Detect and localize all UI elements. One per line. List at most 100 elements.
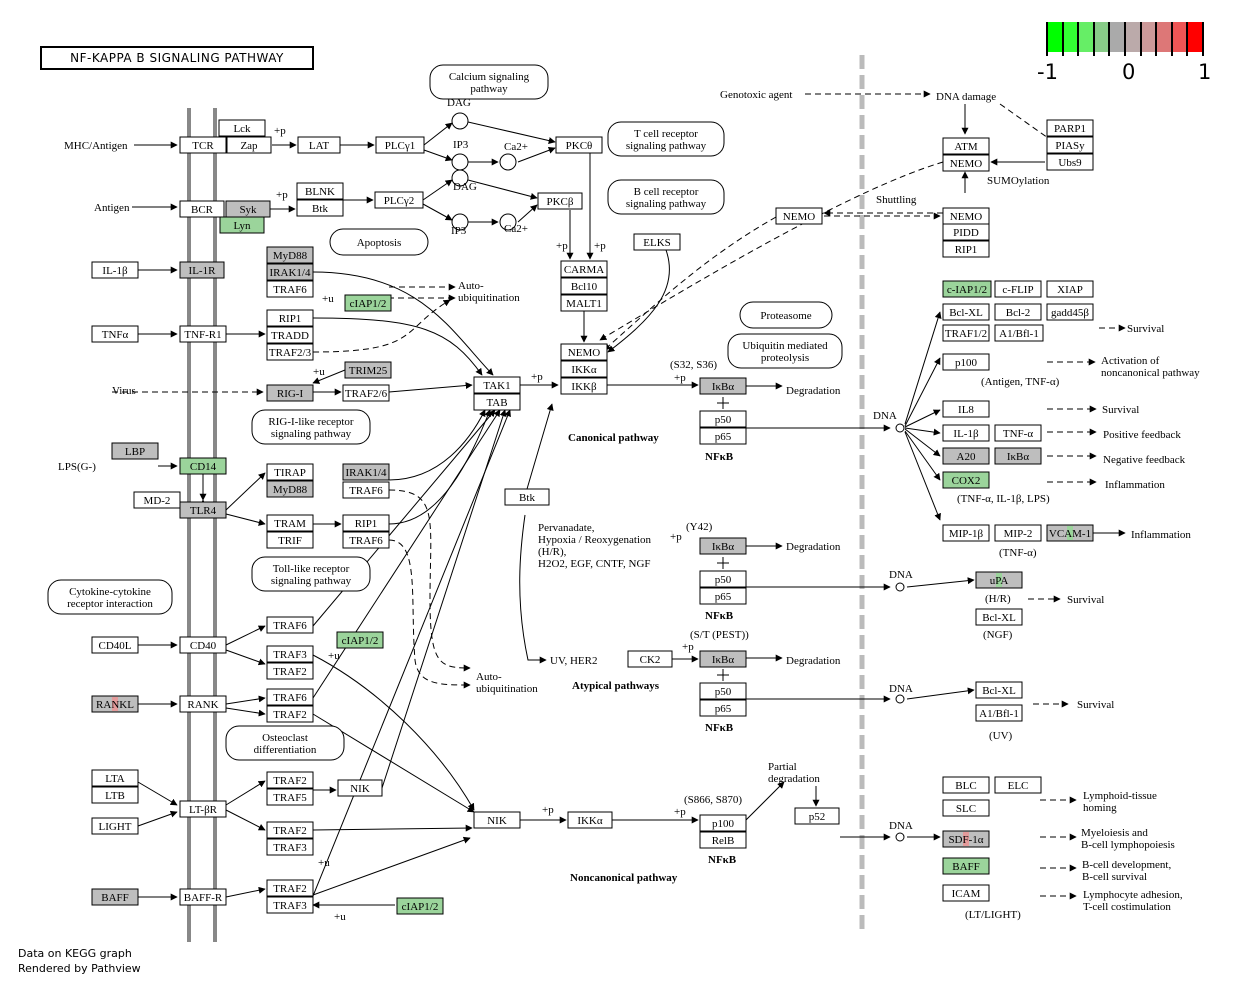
edge-arrow bbox=[906, 577, 975, 588]
gene-label-pkcb: PKCβ bbox=[547, 196, 574, 208]
annotation-text: Virus bbox=[112, 385, 136, 397]
gene-label-bcl2: Bcl-2 bbox=[1006, 307, 1030, 319]
gene-node-relb bbox=[699, 831, 747, 849]
gene-node-lck bbox=[218, 119, 266, 137]
map-link-cytokine bbox=[47, 579, 173, 615]
annotation-text: Degradation bbox=[786, 655, 841, 667]
gene-node-a1bfl1a bbox=[994, 324, 1044, 342]
edge-arrow bbox=[467, 121, 556, 144]
annotation-text: (H/R), bbox=[538, 546, 567, 558]
gene-node-tnfr1 bbox=[179, 325, 227, 343]
gene-node-tnfa_l bbox=[91, 325, 139, 343]
gene-label-ikba1: IκBα bbox=[712, 381, 735, 393]
annotation-text: Lymphocyte adhesion, bbox=[1083, 889, 1183, 901]
edge-arrow bbox=[225, 707, 266, 717]
map-link-riglike bbox=[251, 409, 371, 445]
map-link-label: signaling pathway bbox=[626, 140, 707, 152]
annotation-text: NFκB bbox=[708, 854, 737, 866]
gene-label-traf2c: TRAF2 bbox=[273, 775, 307, 787]
gene-label-tnfr1: TNF-R1 bbox=[184, 329, 221, 341]
legend-swatch bbox=[1061, 22, 1078, 52]
annotation-text: Inflammation bbox=[1131, 529, 1191, 541]
map-link-calcium bbox=[429, 64, 549, 100]
map-link-label: T cell receptor bbox=[634, 128, 698, 140]
gene-label-relb: RelB bbox=[712, 835, 735, 847]
annotation-text: Survival bbox=[1067, 594, 1104, 606]
gene-node-ck2 bbox=[627, 650, 673, 668]
gene-node-tlr4 bbox=[179, 501, 227, 519]
gene-node-xiap bbox=[1046, 280, 1094, 298]
annotation-text: Activation of bbox=[1101, 355, 1160, 367]
legend-swatch bbox=[1109, 22, 1125, 52]
map-link-label: B cell receptor bbox=[634, 186, 699, 198]
edge-path bbox=[312, 654, 475, 811]
gene-label-mip2: MIP-2 bbox=[1004, 528, 1033, 540]
gene-label-slc: SLC bbox=[956, 803, 976, 815]
annotation-text: +u bbox=[322, 293, 334, 305]
gene-node-myd88a bbox=[266, 246, 314, 264]
legend-tick bbox=[1108, 22, 1111, 56]
map-link-label: proteolysis bbox=[761, 352, 809, 364]
footer-render-credit: Rendered by Pathview bbox=[18, 962, 141, 975]
annotation-text: +p bbox=[594, 240, 606, 252]
annotation-text: +p bbox=[276, 189, 288, 201]
gene-label-bclxl3: Bcl-XL bbox=[982, 685, 1016, 697]
gene-label-ikkb_c: IKKβ bbox=[571, 381, 597, 393]
compound-node bbox=[451, 153, 469, 171]
map-link-label: Ubiquitin mediated bbox=[742, 340, 828, 352]
map-link-label: signaling pathway bbox=[271, 575, 352, 587]
gene-label-traf3c: TRAF3 bbox=[273, 900, 307, 912]
map-link-label: Apoptosis bbox=[357, 237, 402, 249]
gene-label-elks: ELKS bbox=[643, 237, 671, 249]
gene-label-il1b_t: IL-1β bbox=[953, 428, 979, 440]
gene-label-ltbr: LT-βR bbox=[189, 804, 218, 816]
edge-arrow bbox=[526, 403, 554, 490]
gene-label-tak1: TAK1 bbox=[483, 380, 510, 392]
legend-tick bbox=[1061, 22, 1064, 56]
annotation-text: Myeloiesis and bbox=[1081, 827, 1148, 839]
legend-swatch bbox=[1140, 22, 1157, 52]
compound-label: IP3 bbox=[451, 225, 467, 237]
annotation-text: Canonical pathway bbox=[568, 432, 659, 444]
gene-node-parp1 bbox=[1046, 119, 1094, 137]
gene-label-cd40: CD40 bbox=[190, 640, 217, 652]
gene-label-traf2b: TRAF2 bbox=[273, 709, 307, 721]
gene-label-il8: IL8 bbox=[958, 404, 974, 416]
edge-path bbox=[388, 539, 471, 689]
annotation-text: Inflammation bbox=[1105, 479, 1165, 491]
gene-node-p52 bbox=[794, 807, 840, 825]
dna-node bbox=[895, 582, 905, 592]
annotation-text: NFκB bbox=[705, 610, 734, 622]
gene-node-piasy bbox=[1046, 136, 1094, 154]
edge-arrow bbox=[423, 122, 453, 146]
gene-label-lyn: Lyn bbox=[233, 220, 251, 232]
annotation-text: Positive feedback bbox=[1103, 429, 1181, 441]
gene-label-light: LIGHT bbox=[99, 821, 132, 833]
edge-path bbox=[519, 514, 547, 664]
annotation-text: Degradation bbox=[786, 385, 841, 397]
edge-arrow bbox=[225, 625, 266, 646]
gene-label-bcr: BCR bbox=[191, 204, 214, 216]
gene-node-mip1b bbox=[942, 524, 990, 542]
gene-label-p65_3: p65 bbox=[715, 703, 732, 715]
gene-label-ciap_a: cIAP1/2 bbox=[350, 298, 387, 310]
gene-node-tirap bbox=[266, 463, 314, 481]
gene-node-blnk bbox=[296, 182, 344, 200]
gene-label-tcr: TCR bbox=[192, 140, 214, 152]
gene-label-traf6e: TRAF6 bbox=[273, 692, 307, 704]
edge-path bbox=[603, 216, 777, 351]
gene-node-ikka_c bbox=[560, 360, 608, 378]
gene-node-p50_3 bbox=[699, 682, 747, 700]
gene-label-baffr: BAFF-R bbox=[184, 892, 223, 904]
annotation-text: Partial bbox=[768, 761, 797, 773]
gene-label-traf6a: TRAF6 bbox=[273, 284, 307, 296]
gene-node-trim25 bbox=[344, 361, 392, 379]
annotation-text: (S866, S870) bbox=[684, 794, 742, 806]
gene-label-irak14b: IRAK1/4 bbox=[346, 467, 387, 479]
gene-node-traf3c bbox=[266, 896, 314, 914]
gene-label-traf6c: TRAF6 bbox=[349, 535, 383, 547]
map-link-label: Proteasome bbox=[760, 310, 811, 322]
gene-label-md2: MD-2 bbox=[144, 495, 171, 507]
gene-label-baff_l: BAFF bbox=[101, 892, 129, 904]
gene-label-p50_1: p50 bbox=[715, 414, 732, 426]
